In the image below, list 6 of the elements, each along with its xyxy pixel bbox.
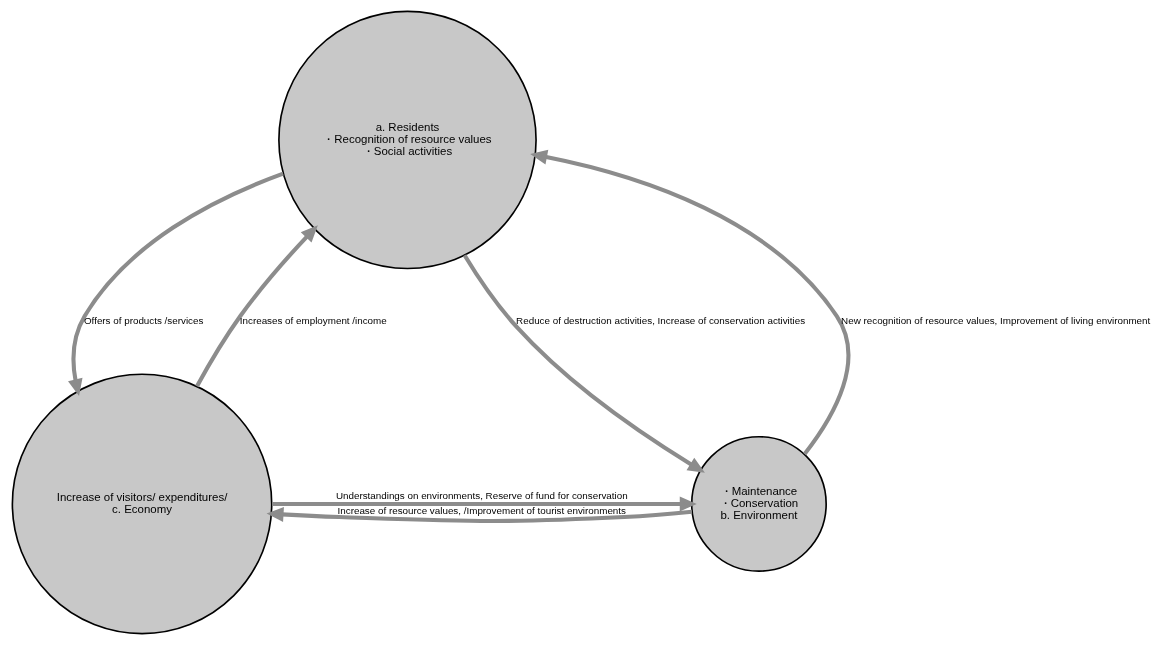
edge-label: Increases of employment /income [239, 314, 387, 326]
edge-label: Reduce of destruction activities, Increase of conservation activities [515, 314, 805, 326]
edge-label: Understandings on environments, Reserve of fund for conservation [335, 489, 628, 501]
edge-label: Increase of resource values, /Improvement of tourist environments [337, 505, 626, 517]
edge-label: New recognition of resource values, Improvement of living environment [840, 314, 1150, 326]
edge-label: Offers of products /services [83, 314, 203, 326]
